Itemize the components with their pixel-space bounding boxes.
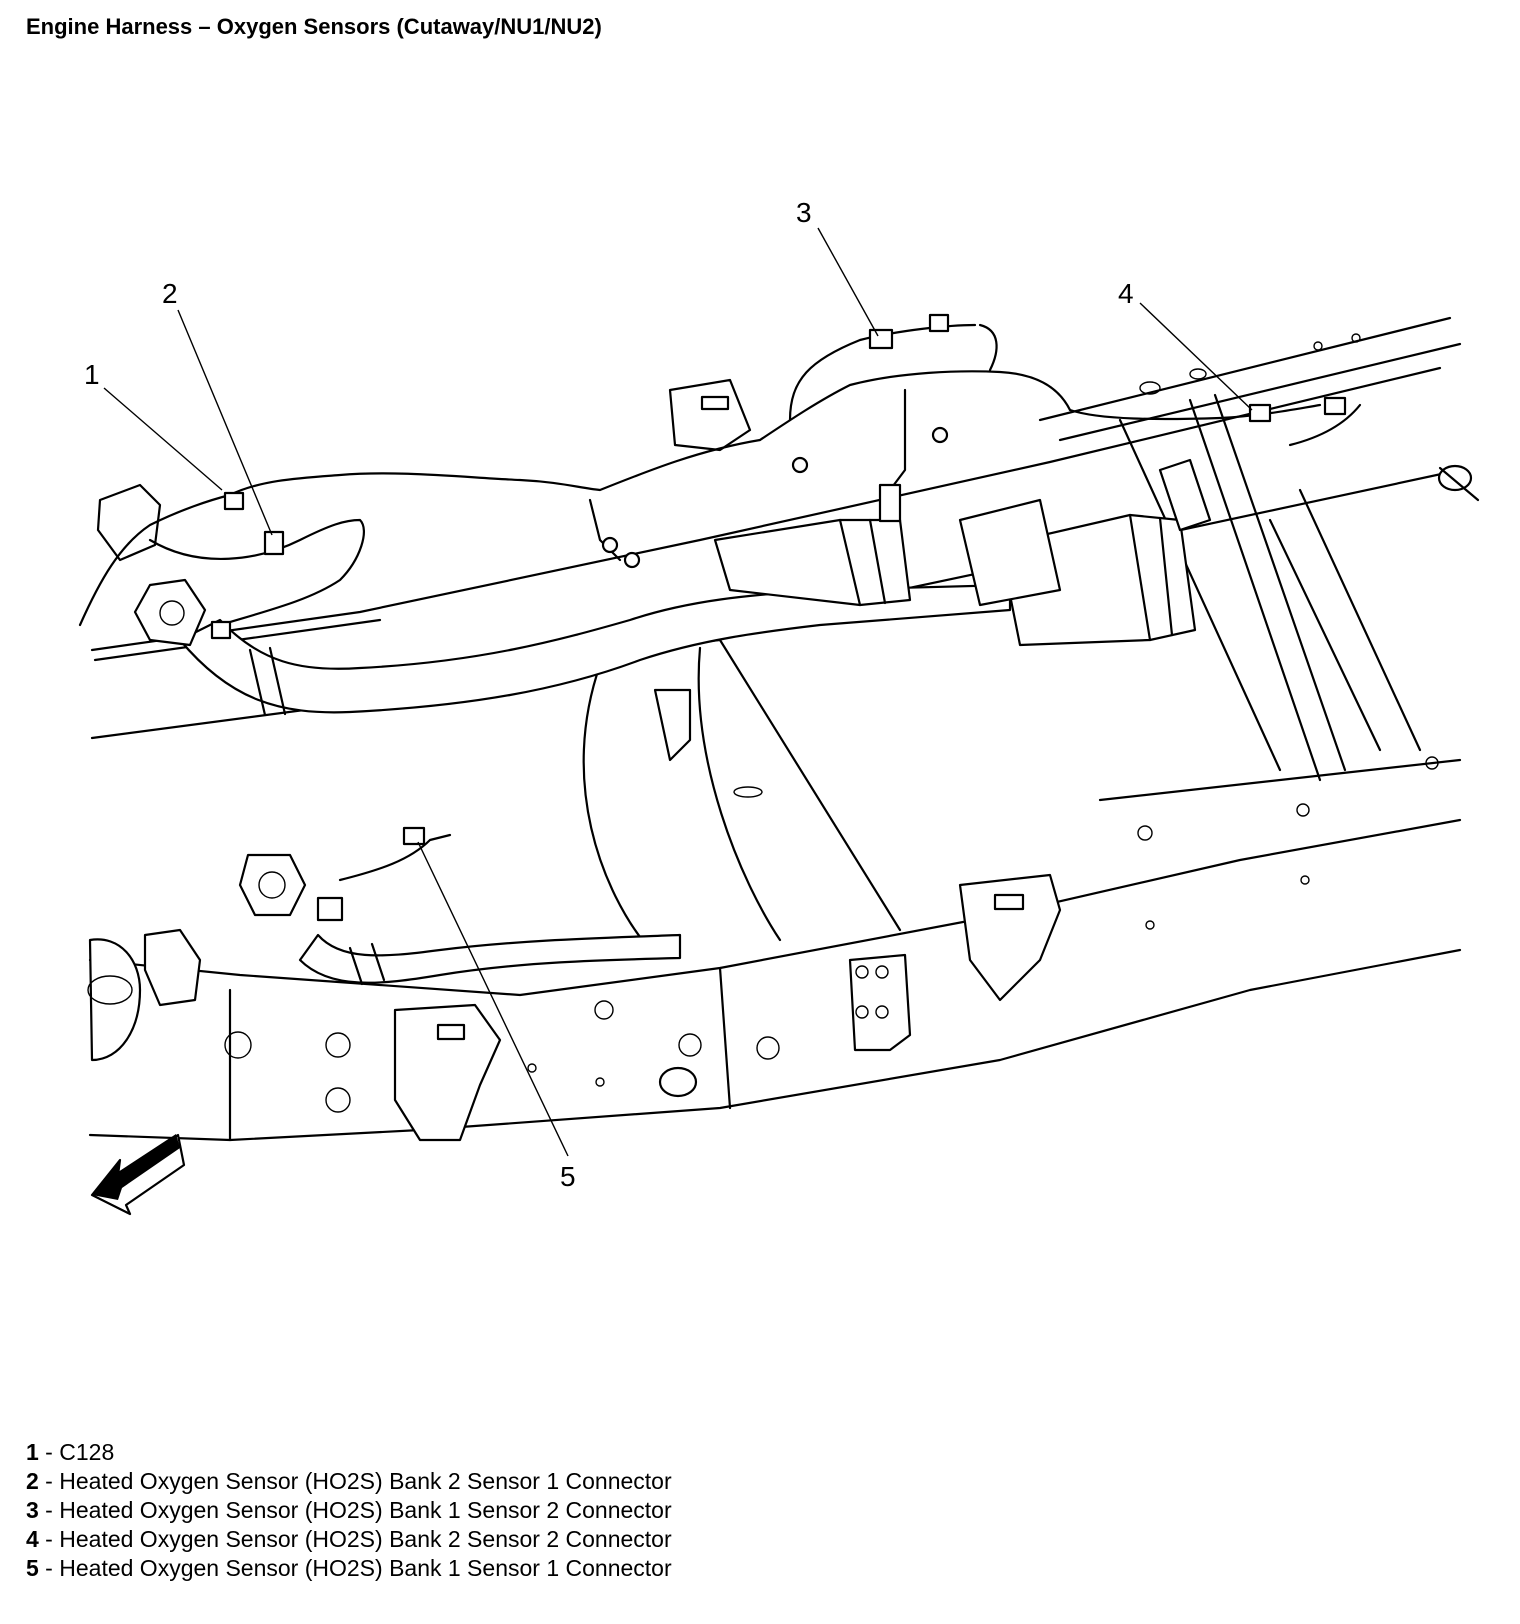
legend-description: Heated Oxygen Sensor (HO2S) Bank 2 Senso… xyxy=(59,1526,672,1552)
legend-item: 2 - Heated Oxygen Sensor (HO2S) Bank 2 S… xyxy=(26,1467,672,1496)
callout-5: 5 xyxy=(560,1161,576,1192)
page-title: Engine Harness – Oxygen Sensors (Cutaway… xyxy=(26,14,602,39)
legend-separator: - xyxy=(38,1526,60,1552)
front-direction-arrow-icon xyxy=(90,1133,186,1216)
legend-description: Heated Oxygen Sensor (HO2S) Bank 2 Senso… xyxy=(59,1468,672,1494)
legend-separator: - xyxy=(38,1439,60,1465)
cross-member xyxy=(582,638,902,952)
callout-1: 1 xyxy=(84,359,100,390)
frame-brackets xyxy=(87,378,1062,1142)
legend-number: 4 xyxy=(26,1526,39,1552)
callout-legend: 1 - C128 2 - Heated Oxygen Sensor (HO2S)… xyxy=(26,1438,672,1583)
legend-number: 2 xyxy=(26,1468,39,1494)
legend-number: 5 xyxy=(26,1555,39,1581)
legend-description: Heated Oxygen Sensor (HO2S) Bank 1 Senso… xyxy=(59,1497,672,1523)
callout-labels: 1 2 3 4 5 xyxy=(84,197,1134,1192)
callout-2: 2 xyxy=(162,278,178,309)
legend-description: Heated Oxygen Sensor (HO2S) Bank 1 Senso… xyxy=(59,1555,672,1581)
legend-item: 3 - Heated Oxygen Sensor (HO2S) Bank 1 S… xyxy=(26,1496,672,1525)
legend-separator: - xyxy=(38,1497,60,1523)
legend-separator: - xyxy=(38,1555,60,1581)
leader-lines xyxy=(103,227,1253,1157)
callout-3: 3 xyxy=(796,197,812,228)
front-frame-rail xyxy=(88,756,1462,1142)
legend-description: C128 xyxy=(59,1439,115,1465)
callout-4: 4 xyxy=(1118,278,1134,309)
legend-item: 4 - Heated Oxygen Sensor (HO2S) Bank 2 S… xyxy=(26,1525,672,1554)
legend-item: 5 - Heated Oxygen Sensor (HO2S) Bank 1 S… xyxy=(26,1554,672,1583)
rear-crossmember-right xyxy=(1118,393,1422,782)
legend-number: 3 xyxy=(26,1497,39,1523)
legend-separator: - xyxy=(38,1468,60,1494)
wiring-harness xyxy=(78,313,1362,922)
legend-number: 1 xyxy=(26,1439,39,1465)
exhaust-system xyxy=(133,458,1212,986)
legend-item: 1 - C128 xyxy=(26,1438,672,1467)
